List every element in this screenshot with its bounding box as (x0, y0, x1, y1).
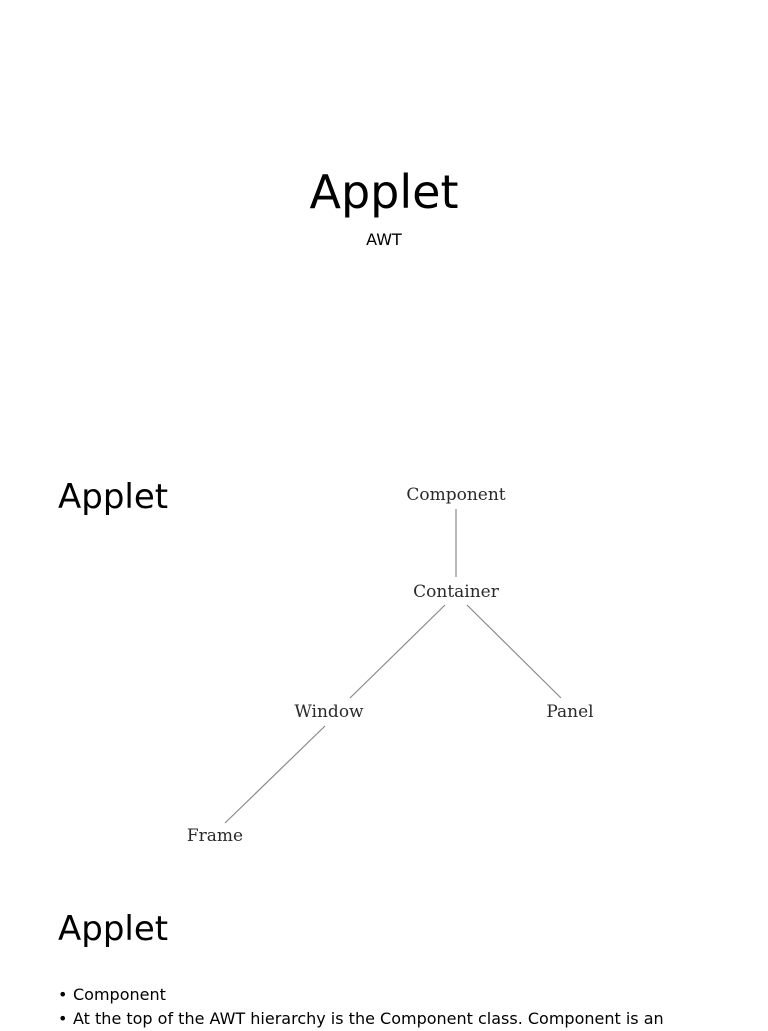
title-slide-heading: Applet (309, 165, 459, 219)
bullet-item: Component (58, 983, 738, 1007)
bullet-list: Component At the top of the AWT hierarch… (58, 983, 738, 1031)
component-slide-heading: Applet (58, 909, 169, 949)
node-window: Window (294, 702, 364, 722)
node-container: Container (413, 582, 500, 602)
node-panel: Panel (546, 702, 593, 722)
title-slide-subtitle: AWT (366, 230, 402, 249)
edge-container-window (349, 604, 446, 699)
node-component: Component (406, 485, 505, 505)
edge-container-panel (466, 604, 562, 699)
edge-window-frame (224, 725, 326, 824)
hierarchy-slide-heading: Applet (58, 477, 169, 517)
bullet-item: At the top of the AWT hierarchy is the C… (58, 1007, 738, 1031)
node-frame: Frame (187, 826, 243, 846)
